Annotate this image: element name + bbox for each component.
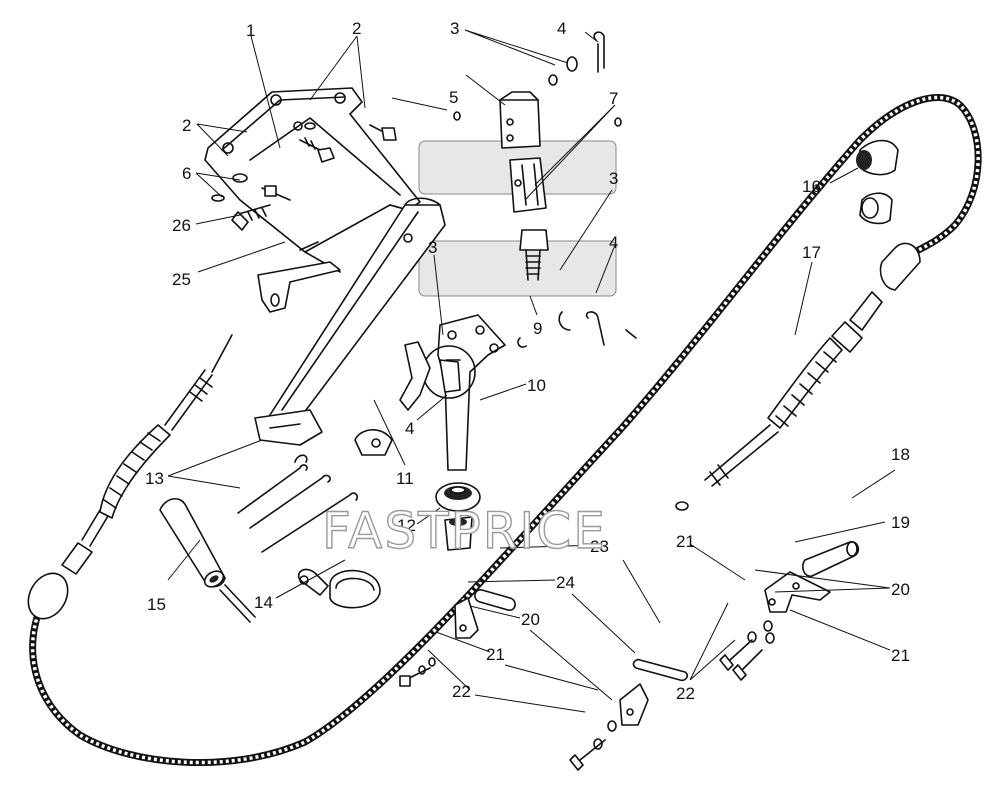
small-pins-5	[453, 111, 622, 127]
bushing-12	[435, 482, 481, 551]
callout-7: 7	[609, 89, 618, 108]
cable-end-left	[27, 334, 233, 620]
callout-20-right: 20	[891, 580, 910, 599]
bracket-20-left	[454, 597, 479, 639]
clevis-fork	[509, 157, 547, 213]
callout-25: 25	[172, 270, 191, 289]
callout-21-left: 21	[486, 645, 505, 664]
highlight-box-lower	[418, 240, 617, 297]
callout-21-right-bottom: 21	[891, 646, 910, 665]
leader-lines	[167, 29, 896, 713]
callout-17: 17	[802, 243, 821, 262]
bolt-upper	[299, 137, 335, 163]
nut-lower	[261, 185, 291, 201]
pedal-lever-10	[437, 314, 506, 471]
pin-23	[632, 658, 688, 682]
callout-3-mid: 3	[428, 238, 437, 257]
callout-20-left: 20	[521, 610, 540, 629]
hook-11	[354, 429, 393, 456]
clevis-bracket	[499, 91, 541, 149]
watermark: FASTPRICE	[322, 502, 607, 560]
callout-23: 23	[590, 537, 609, 556]
clamp-ring-14	[297, 568, 381, 609]
callout-22-left: 22	[452, 682, 471, 701]
sleeve-15	[159, 498, 256, 623]
callout-2-left: 2	[182, 116, 191, 135]
pedal-arm	[254, 197, 446, 446]
callout-9: 9	[533, 319, 542, 338]
bracket-20-right	[764, 571, 831, 613]
adjust-fitting-9	[519, 229, 549, 281]
bolt-right	[369, 124, 397, 141]
lever-arm-4	[399, 341, 476, 411]
rubber-boot-16	[856, 139, 899, 225]
bolts-22-right	[719, 620, 775, 681]
callout-15: 15	[147, 595, 166, 614]
callout-26: 26	[172, 216, 191, 235]
callout-4-right: 4	[609, 233, 618, 252]
control-cable-long	[29, 94, 982, 767]
bracket-21-lower	[619, 683, 649, 726]
callout-5: 5	[449, 88, 458, 107]
callout-22-right: 22	[676, 684, 695, 703]
tube-24	[474, 589, 516, 611]
callout-6: 6	[182, 164, 191, 183]
callout-labels: 1 2 2 3 4 5 7 6 26 3 4 3 25 9 10 4 11 13…	[145, 19, 910, 703]
lock-washers-6	[211, 122, 316, 202]
cable-end-right	[675, 242, 921, 511]
pin-19	[802, 541, 860, 577]
callout-16: 16	[802, 177, 821, 196]
callout-11: 11	[396, 469, 414, 488]
callout-1: 1	[246, 21, 255, 40]
callout-3-top: 3	[450, 19, 459, 38]
callout-3-right: 3	[609, 169, 618, 188]
washer-3-top	[548, 56, 578, 86]
callout-14: 14	[254, 593, 273, 612]
callout-4-mid: 4	[405, 419, 414, 438]
callout-2-top: 2	[352, 19, 361, 38]
return-springs-13	[237, 454, 359, 553]
cotter-pins-9	[517, 311, 637, 348]
callout-24: 24	[556, 573, 575, 592]
cotter-pin-4-top	[593, 31, 605, 73]
callout-4-top: 4	[557, 19, 566, 38]
callout-10: 10	[527, 376, 546, 395]
callout-12: 12	[397, 516, 416, 535]
callout-19: 19	[891, 513, 910, 532]
callout-18: 18	[891, 445, 910, 464]
callout-13: 13	[145, 469, 164, 488]
callout-21-right-top: 21	[676, 532, 695, 551]
bolt-26	[231, 204, 271, 231]
bolts-22-left	[399, 657, 617, 771]
link-plate-25	[257, 241, 341, 313]
